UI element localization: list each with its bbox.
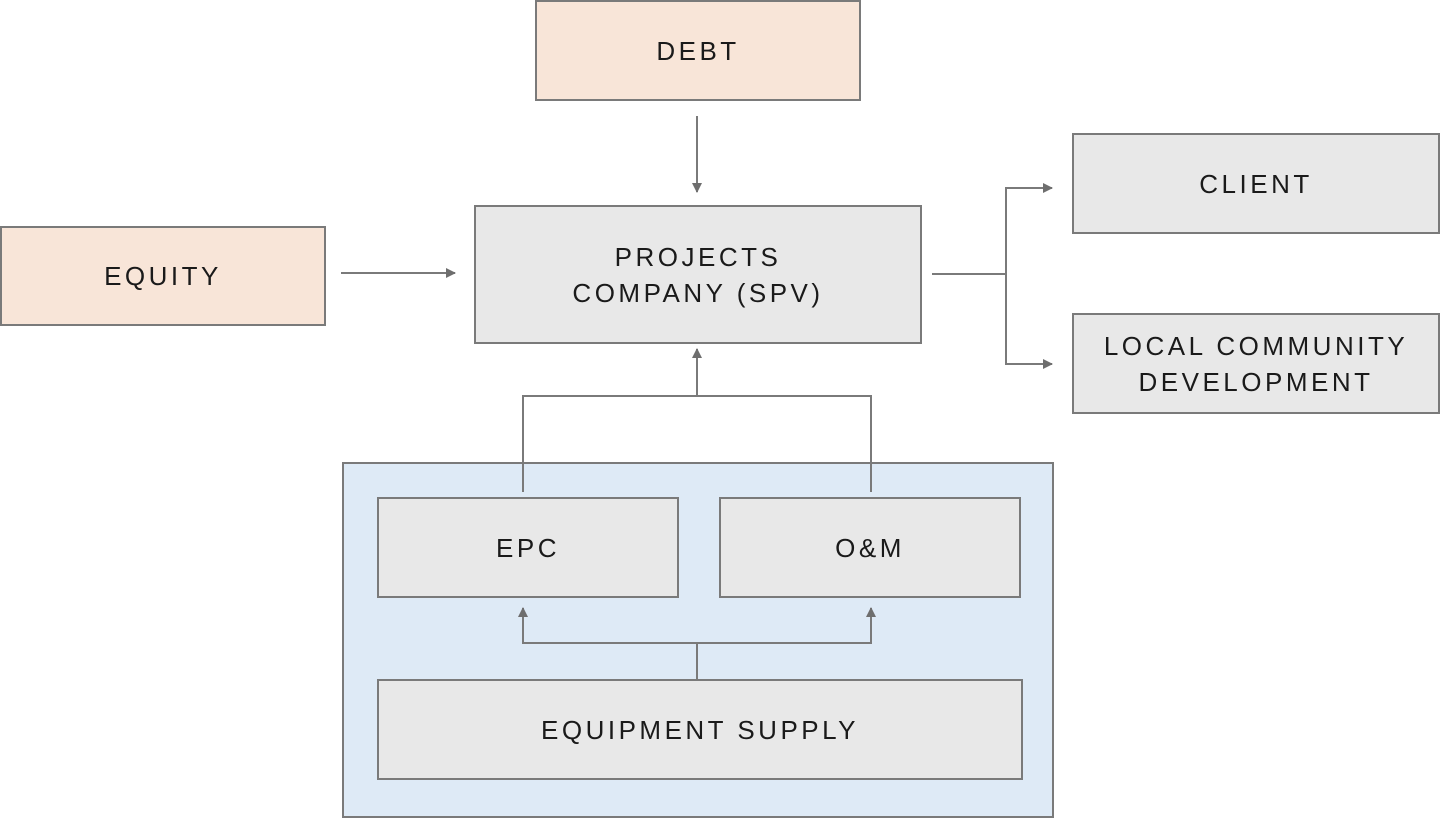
spv-node[interactable]: PROJECTS COMPANY (SPV) <box>474 205 922 344</box>
client-label: CLIENT <box>1199 168 1313 199</box>
equipment-node[interactable]: EQUIPMENT SUPPLY <box>377 679 1023 780</box>
equity-label: EQUITY <box>104 261 222 291</box>
debt-node[interactable]: DEBT <box>535 0 861 101</box>
community-label: LOCAL COMMUNITY DEVELOPMENT <box>1103 330 1409 397</box>
edge-spv-to-client <box>1005 183 1053 274</box>
epc-node[interactable]: EPC <box>377 497 679 598</box>
om-label: O&M <box>835 532 905 563</box>
spv-label: PROJECTS COMPANY (SPV) <box>572 241 824 308</box>
om-node[interactable]: O&M <box>719 497 1021 598</box>
client-node[interactable]: CLIENT <box>1072 133 1440 234</box>
edge-spv-to-community <box>1005 274 1053 369</box>
epc-label: EPC <box>496 532 560 563</box>
community-node[interactable]: LOCAL COMMUNITY DEVELOPMENT <box>1072 313 1440 414</box>
equipment-label: EQUIPMENT SUPPLY <box>541 714 859 745</box>
equity-node[interactable]: EQUITY <box>0 226 326 326</box>
debt-label: DEBT <box>656 35 740 66</box>
